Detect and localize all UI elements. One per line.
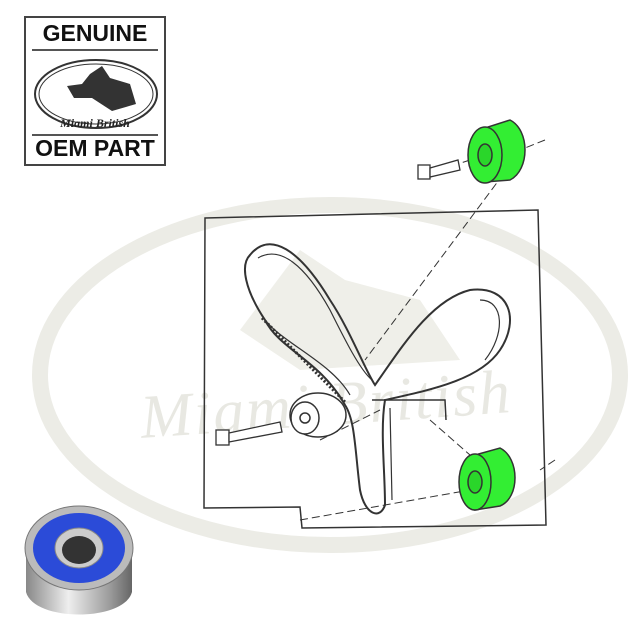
bolt-lower bbox=[215, 421, 283, 446]
badge-top-text: GENUINE bbox=[42, 20, 148, 46]
tensioner-pulley bbox=[289, 392, 347, 438]
leader-lines bbox=[299, 139, 556, 521]
bolt-upper bbox=[417, 159, 461, 180]
divider bbox=[32, 134, 158, 136]
badge-bottom-text: OEM PART bbox=[35, 135, 155, 161]
badge-brand-text: Miami British bbox=[60, 116, 130, 130]
bearing-photo bbox=[24, 505, 134, 615]
diagram-frame bbox=[203, 209, 547, 529]
genuine-oem-badge: GENUINE Miami British OEM PART bbox=[24, 16, 166, 166]
idler-pulley-lower bbox=[458, 447, 516, 511]
brand-logo bbox=[34, 59, 158, 129]
idler-pulley-upper bbox=[467, 119, 526, 184]
divider bbox=[32, 49, 158, 51]
timing-belt bbox=[244, 243, 511, 515]
